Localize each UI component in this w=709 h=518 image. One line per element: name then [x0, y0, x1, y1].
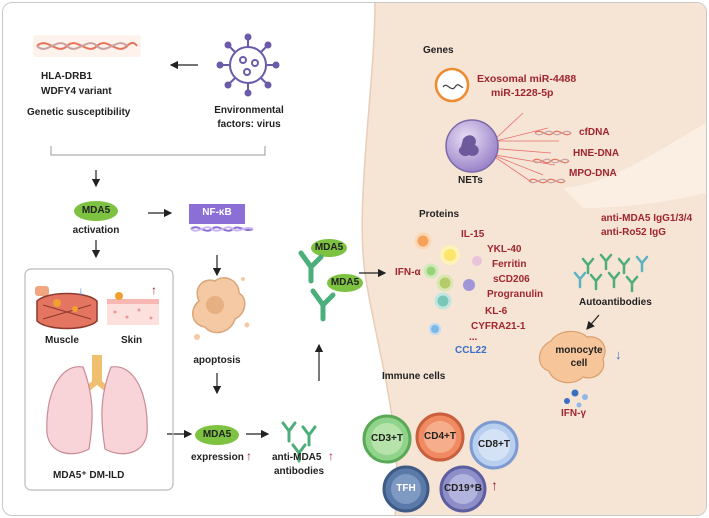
- mda5-expression-label: MDA5: [202, 429, 232, 440]
- monocyte-line2: cell: [570, 358, 588, 369]
- immune-cell-shapes: [362, 412, 519, 513]
- vessel-background: [362, 3, 706, 515]
- ifn-gamma-label: IFN-γ: [561, 408, 586, 419]
- diagram-canvas: [24, 3, 706, 515]
- net-cell-icon: [445, 112, 559, 184]
- mda5-activation-label: MDA5: [81, 205, 111, 216]
- mda5-expression-badge: [195, 425, 239, 445]
- lung-icon: [46, 355, 148, 455]
- autoantibodies-caption: Autoantibodies: [579, 297, 652, 308]
- cell-cd3t: CD3+T: [371, 433, 403, 444]
- environment-caption-2: factors: virus: [217, 119, 281, 130]
- dna-hne: HNE-DNA: [573, 148, 620, 159]
- protein-ferritin: Ferritin: [492, 259, 527, 270]
- monocyte-line1: monocyte: [555, 345, 603, 356]
- dna-icon: [33, 35, 141, 57]
- expression-up-arrow: ↑: [246, 449, 252, 463]
- dna-cfdna: cfDNA: [579, 127, 610, 138]
- mda5-activation-badge: [74, 201, 118, 221]
- ifn-gamma-dots: [564, 389, 588, 408]
- mda5-bound-badge-1: [311, 239, 347, 257]
- anti-mda5-up-arrow: ↑: [328, 449, 334, 463]
- genetic-susceptibility-caption: Genetic susceptibility: [27, 107, 131, 118]
- protein-progranulin: Progranulin: [487, 289, 544, 300]
- cell-cd19b: CD19⁺B: [443, 483, 483, 494]
- nfkb-box: [189, 204, 245, 224]
- cd19b-up-arrow: ↑: [491, 477, 498, 493]
- lung-label: MDA5⁺ DM-ILD: [53, 470, 125, 481]
- anti-mda5-line2: antibodies: [274, 466, 325, 477]
- ifn-alpha-label: IFN-α: [395, 267, 421, 278]
- protein-ykl40: YKL-40: [487, 244, 522, 255]
- protein-kl6: KL-6: [485, 306, 508, 317]
- environment-caption-1: Environmental: [214, 105, 284, 116]
- dna-strands-icon: [528, 130, 572, 184]
- cell-cd8t: CD8+T: [478, 439, 510, 450]
- dna-mpo: MPO-DNA: [569, 168, 617, 179]
- autoantibody-cluster: [581, 253, 639, 293]
- immune-cells-title: Immune cells: [382, 371, 446, 382]
- ccl22-label: CCL22: [455, 345, 487, 356]
- gene-hla-drb1: HLA-DRB1: [41, 71, 93, 82]
- vessel-branch: [563, 123, 706, 208]
- muscle-icon: [36, 292, 98, 330]
- skin-up-arrow: ↑: [151, 283, 157, 297]
- autoantibody-igg134: anti-MDA5 IgG1/3/4: [601, 213, 693, 224]
- autoantibody-ro52: anti-Ro52 IgG: [601, 227, 667, 238]
- anti-mda5-line1: anti-MDA5: [272, 452, 322, 463]
- mirna-4488: Exosomal miR-4488: [477, 73, 577, 85]
- organ-box: [24, 268, 174, 491]
- protein-dots: [414, 232, 482, 335]
- antibody-large: [298, 250, 336, 322]
- exosome-icon: [434, 67, 470, 103]
- monocyte-down-arrow: ↓: [615, 347, 622, 362]
- protein-il15: IL-15: [461, 229, 485, 240]
- protein-more: ...: [469, 332, 478, 343]
- expression-caption: expression: [191, 452, 244, 463]
- genes-title: Genes: [423, 45, 454, 56]
- bracket-line: [50, 146, 266, 156]
- cell-cd4t: CD4+T: [424, 431, 456, 442]
- protein-scd206: sCD206: [493, 274, 530, 285]
- virus-icon: [216, 33, 280, 97]
- apoptotic-cell-icon: [192, 277, 250, 340]
- gene-wdfy4: WDFY4 variant: [41, 86, 112, 97]
- nfkb-label: NF-κB: [202, 207, 232, 218]
- skin-label: Skin: [121, 335, 143, 346]
- muscle-label: Muscle: [45, 335, 79, 346]
- cell-tfh: TFH: [396, 483, 416, 494]
- protein-cyfra: CYFRA21-1: [471, 321, 526, 332]
- proteins-title: Proteins: [419, 209, 460, 220]
- activation-caption: activation: [72, 225, 120, 236]
- skin-icon: [107, 292, 159, 325]
- mda5-bound-label-2: MDA5: [330, 277, 360, 288]
- mda5-bound-label-1: MDA5: [314, 242, 344, 253]
- antibody-cluster-small: [281, 421, 317, 463]
- mirna-1228: miR-1228-5p: [491, 87, 554, 99]
- muscle-down-arrow: ↓: [78, 284, 84, 298]
- apoptosis-caption: apoptosis: [193, 355, 241, 366]
- monocyte-cell-icon: [538, 330, 606, 384]
- mda5-bound-badge-2: [327, 274, 363, 292]
- nets-label: NETs: [458, 175, 483, 186]
